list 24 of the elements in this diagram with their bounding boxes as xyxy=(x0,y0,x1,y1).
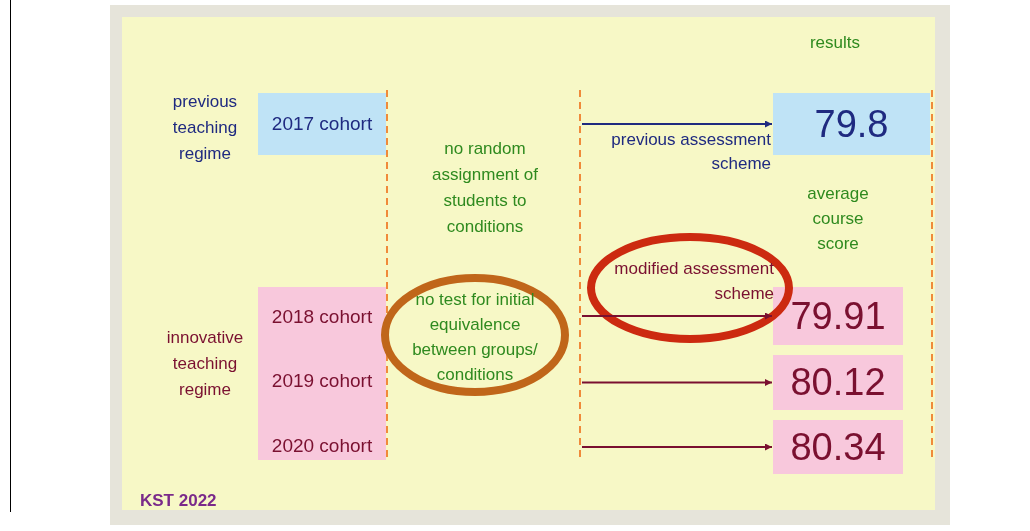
cohort-label: 2018 cohort xyxy=(270,305,374,329)
highlight-ellipse xyxy=(380,273,570,397)
text-label: results xyxy=(808,32,862,54)
ellipse-text: modified assessment scheme xyxy=(613,258,774,305)
text-label: average course score xyxy=(806,183,870,255)
arrow xyxy=(581,312,773,320)
score-box: 80.12 xyxy=(773,355,903,410)
score-box: 79.91 xyxy=(773,287,903,345)
text-label: no random assignment of students to conditions xyxy=(431,138,539,238)
arrow xyxy=(581,443,773,451)
arrow xyxy=(581,120,773,128)
cohort-box: 2017 cohort xyxy=(258,93,386,155)
ellipse-text: no test for initial equivalence between groups/ conditions xyxy=(411,289,539,386)
cohort-label: 2019 cohort xyxy=(270,369,374,393)
edge-label: previous assessment scheme xyxy=(610,129,771,175)
score-box: 80.34 xyxy=(773,420,903,474)
highlight-ellipse xyxy=(586,232,794,344)
cohort-label: 2020 cohort xyxy=(270,434,374,458)
text-label: innovative teaching regime xyxy=(165,327,245,401)
cohort-band xyxy=(258,287,386,460)
text-label: KST 2022 xyxy=(140,490,218,512)
score-box: 79.8 xyxy=(773,93,930,155)
text-label: previous teaching regime xyxy=(171,91,239,165)
arrow xyxy=(581,379,773,386)
